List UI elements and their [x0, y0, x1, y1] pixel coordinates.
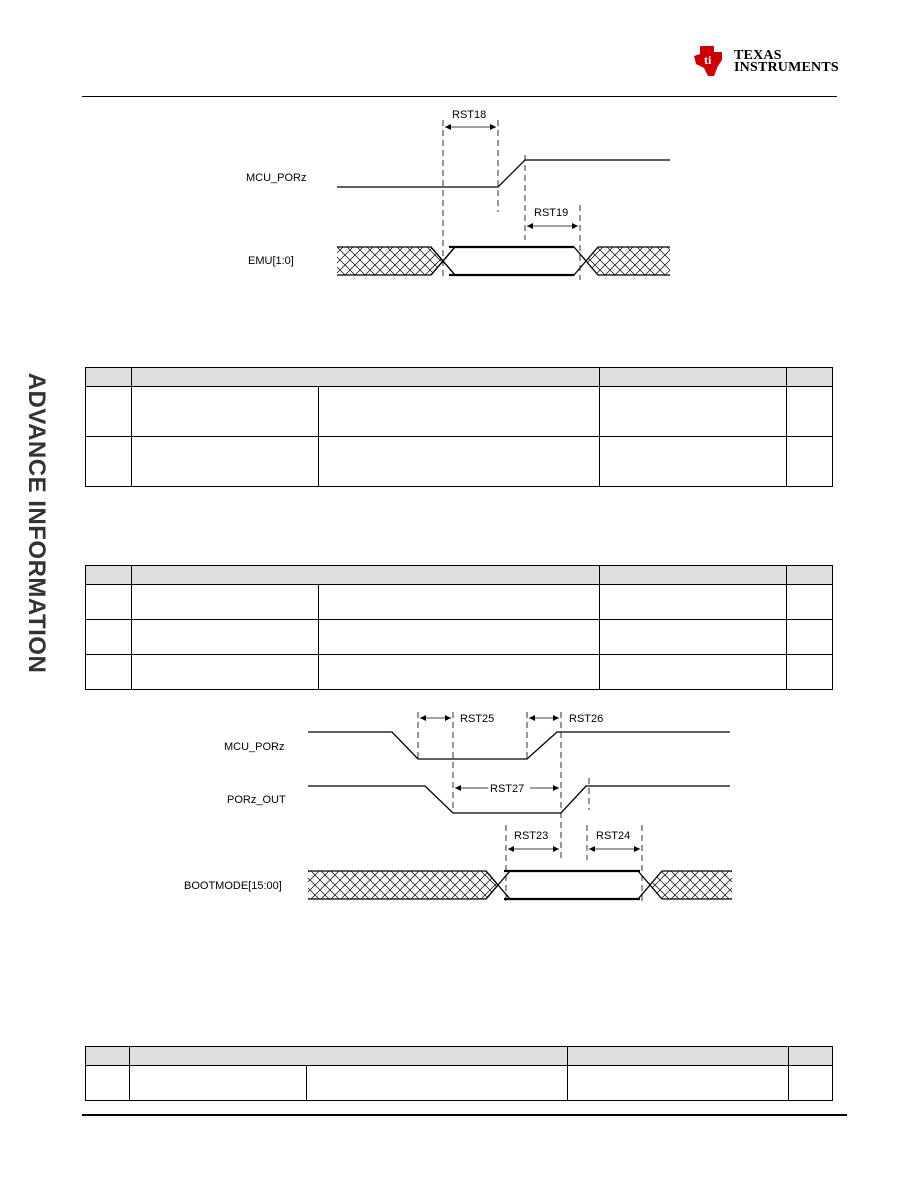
bootmode-label: BOOTMODE[15:00]: [184, 880, 282, 892]
header-rule: [82, 96, 837, 97]
advance-information-watermark: ADVANCE INFORMATION: [23, 372, 50, 674]
brand-line2: Instruments: [734, 60, 839, 75]
ti-logo: ti Texas Instruments: [692, 42, 842, 82]
rst25-label: RST25: [460, 713, 494, 725]
rst19-label: RST19: [534, 207, 568, 219]
footer-rule: [82, 1114, 847, 1116]
brand-line1: Texas: [734, 48, 782, 63]
table-row: [85, 1065, 833, 1101]
mcu-porz-label-2: MCU_PORz: [224, 741, 285, 753]
table-row: [85, 386, 833, 437]
rst23-label: RST23: [514, 830, 548, 842]
spec-table-1: [85, 367, 833, 487]
spec-table-3: [85, 1046, 833, 1101]
table-row: [85, 436, 833, 487]
mcu-porz-label: MCU_PORz: [246, 172, 307, 184]
timing-diagram-bootmode: RST25 RST26 MCU_PORz RST27 PORz_OUT RST2…: [184, 712, 732, 905]
emu-label: EMU[1:0]: [248, 255, 294, 267]
ti-state-logo-icon: ti: [694, 46, 722, 76]
spec-table-2: [85, 565, 833, 690]
table-row: [85, 654, 833, 690]
rst27-label: RST27: [490, 783, 524, 795]
brand-name: Texas Instruments: [734, 48, 839, 75]
rst18-label: RST18: [452, 109, 486, 121]
svg-text:ti: ti: [704, 53, 712, 67]
porz-out-label: PORz_OUT: [227, 794, 286, 806]
table-row: [85, 584, 833, 620]
rst24-label: RST24: [596, 830, 630, 842]
rst26-label: RST26: [569, 713, 603, 725]
table-row: [85, 619, 833, 655]
timing-diagram-emu: RST18 MCU_PORz RST19 EMU[1:0]: [246, 109, 670, 280]
